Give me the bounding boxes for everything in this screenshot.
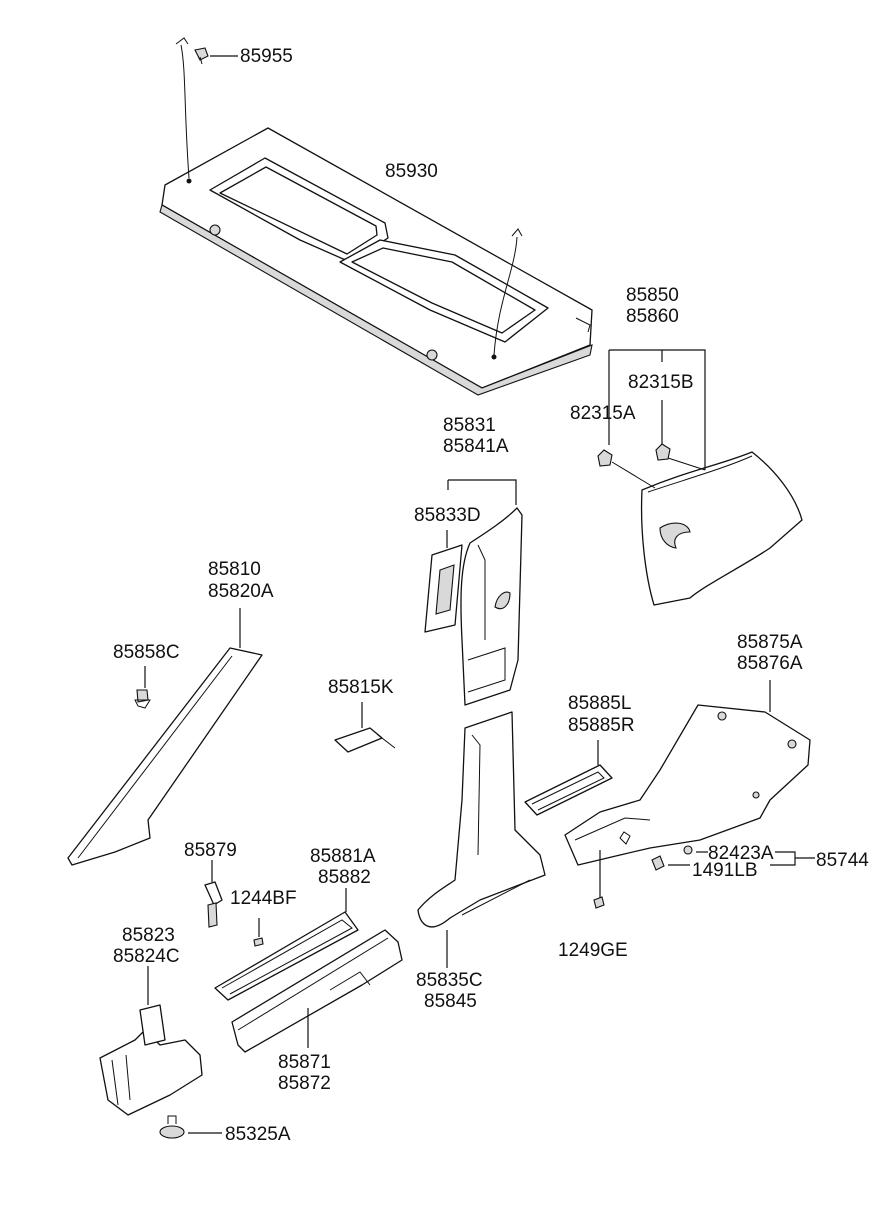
label-85824C: 85824C xyxy=(113,946,180,967)
label-85885L: 85885L xyxy=(568,693,631,714)
label-85930: 85930 xyxy=(385,161,438,182)
label-85871: 85871 xyxy=(278,1052,331,1073)
label-1244BF: 1244BF xyxy=(230,888,297,909)
label-85876A: 85876A xyxy=(737,653,803,674)
label-1491LB: 1491LB xyxy=(692,860,758,881)
label-85879: 85879 xyxy=(184,840,237,861)
scuff-plate-85881A xyxy=(214,888,359,1001)
a-pillar-85810 xyxy=(67,608,263,866)
label-85744: 85744 xyxy=(816,850,869,871)
label-85860: 85860 xyxy=(626,306,679,327)
label-82315B: 82315B xyxy=(628,372,694,393)
clip-85858C xyxy=(134,666,151,709)
quarter-trim-85850 xyxy=(597,349,803,606)
label-82423A: 82423A xyxy=(708,843,774,864)
label-85841A: 85841A xyxy=(443,436,509,457)
label-85823: 85823 xyxy=(122,925,175,946)
label-85955: 85955 xyxy=(240,46,293,67)
label-85810: 85810 xyxy=(208,559,261,580)
clip-85955 xyxy=(194,47,238,65)
label-85858C: 85858C xyxy=(113,642,180,663)
label-85875A: 85875A xyxy=(737,632,803,653)
kick-panel-85871 xyxy=(231,929,403,1053)
label-85885R: 85885R xyxy=(568,715,635,736)
label-1249GE: 1249GE xyxy=(558,940,628,961)
scuff-plate-85885L xyxy=(524,740,613,816)
label-82315A: 82315A xyxy=(570,403,636,424)
rear-side-trim-85875A xyxy=(564,680,811,909)
label-85833D: 85833D xyxy=(414,505,481,526)
label-85820A: 85820A xyxy=(208,581,274,602)
clip-85879 xyxy=(204,860,223,928)
b-pillar-lower-85835C xyxy=(417,711,546,968)
screw-1244BF xyxy=(253,918,264,947)
fasteners-85744 xyxy=(651,845,815,871)
label-85835C: 85835C xyxy=(416,970,483,991)
label-85882: 85882 xyxy=(318,867,371,888)
label-85815K: 85815K xyxy=(328,677,394,698)
label-85850: 85850 xyxy=(626,285,679,306)
label-85831: 85831 xyxy=(443,415,496,436)
label-85845: 85845 xyxy=(424,991,477,1012)
label-85881A: 85881A xyxy=(310,846,376,867)
b-pillar-upper-85831 xyxy=(447,479,523,706)
label-85872: 85872 xyxy=(278,1073,331,1094)
label-85325A: 85325A xyxy=(225,1124,291,1145)
pad-85815K xyxy=(334,702,396,753)
package-tray-85930 xyxy=(159,37,593,396)
push-pin-85325A xyxy=(159,1115,222,1139)
cowl-trim-85823 xyxy=(99,966,203,1116)
pillar-insert-85833D xyxy=(424,530,463,633)
